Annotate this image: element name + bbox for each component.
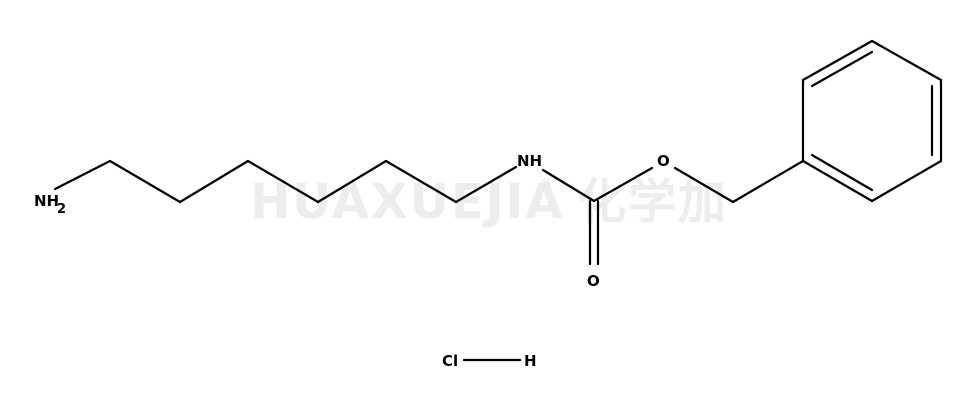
watermark-cjk-text: 化学加: [578, 174, 728, 230]
bond-c2-c3: [178, 159, 250, 204]
carbamate-group: [541, 159, 805, 266]
amine-label: NH: [34, 192, 59, 210]
amide-nh-label: NH: [517, 152, 542, 170]
ring-bond-3: [870, 39, 943, 82]
ring-bond-6: [801, 159, 874, 203]
hexyl-chain: [53, 159, 518, 204]
watermark-text: HUAXUEJIA: [250, 174, 564, 230]
benzene-ring: [801, 39, 943, 203]
atom-labels: NH 2 NH O O Cl H: [34, 152, 670, 370]
amine-subscript: 2: [57, 202, 66, 217]
bond-c3-c4: [246, 159, 320, 204]
bond-c5-c6: [384, 159, 458, 204]
bond-n-c1: [53, 159, 112, 191]
ring-inner-double-1: [810, 50, 874, 88]
ring-bond-2: [801, 39, 874, 82]
chlorine-label: Cl: [442, 352, 458, 370]
bond-c6-nh: [454, 165, 518, 204]
bond-ester-oxygen-ch2: [673, 166, 735, 204]
ring-inner-double-3: [810, 153, 874, 192]
bond-c4-c5: [316, 159, 388, 204]
ester-oxygen-label: O: [657, 152, 670, 170]
carbonyl-oxygen-label: O: [587, 272, 600, 290]
bond-nh-carbonyl-carbon: [541, 168, 596, 203]
hydrogen-label: H: [524, 352, 537, 370]
bond-ch2-ring: [731, 159, 805, 204]
ring-bond-5: [870, 159, 943, 203]
bond-c1-c2: [108, 159, 182, 204]
watermark-registered-mark: ®: [540, 177, 552, 191]
bond-carbonyl-carbon-ester-oxygen: [592, 166, 654, 203]
watermark: HUAXUEJIA ® 化学加: [250, 174, 728, 230]
